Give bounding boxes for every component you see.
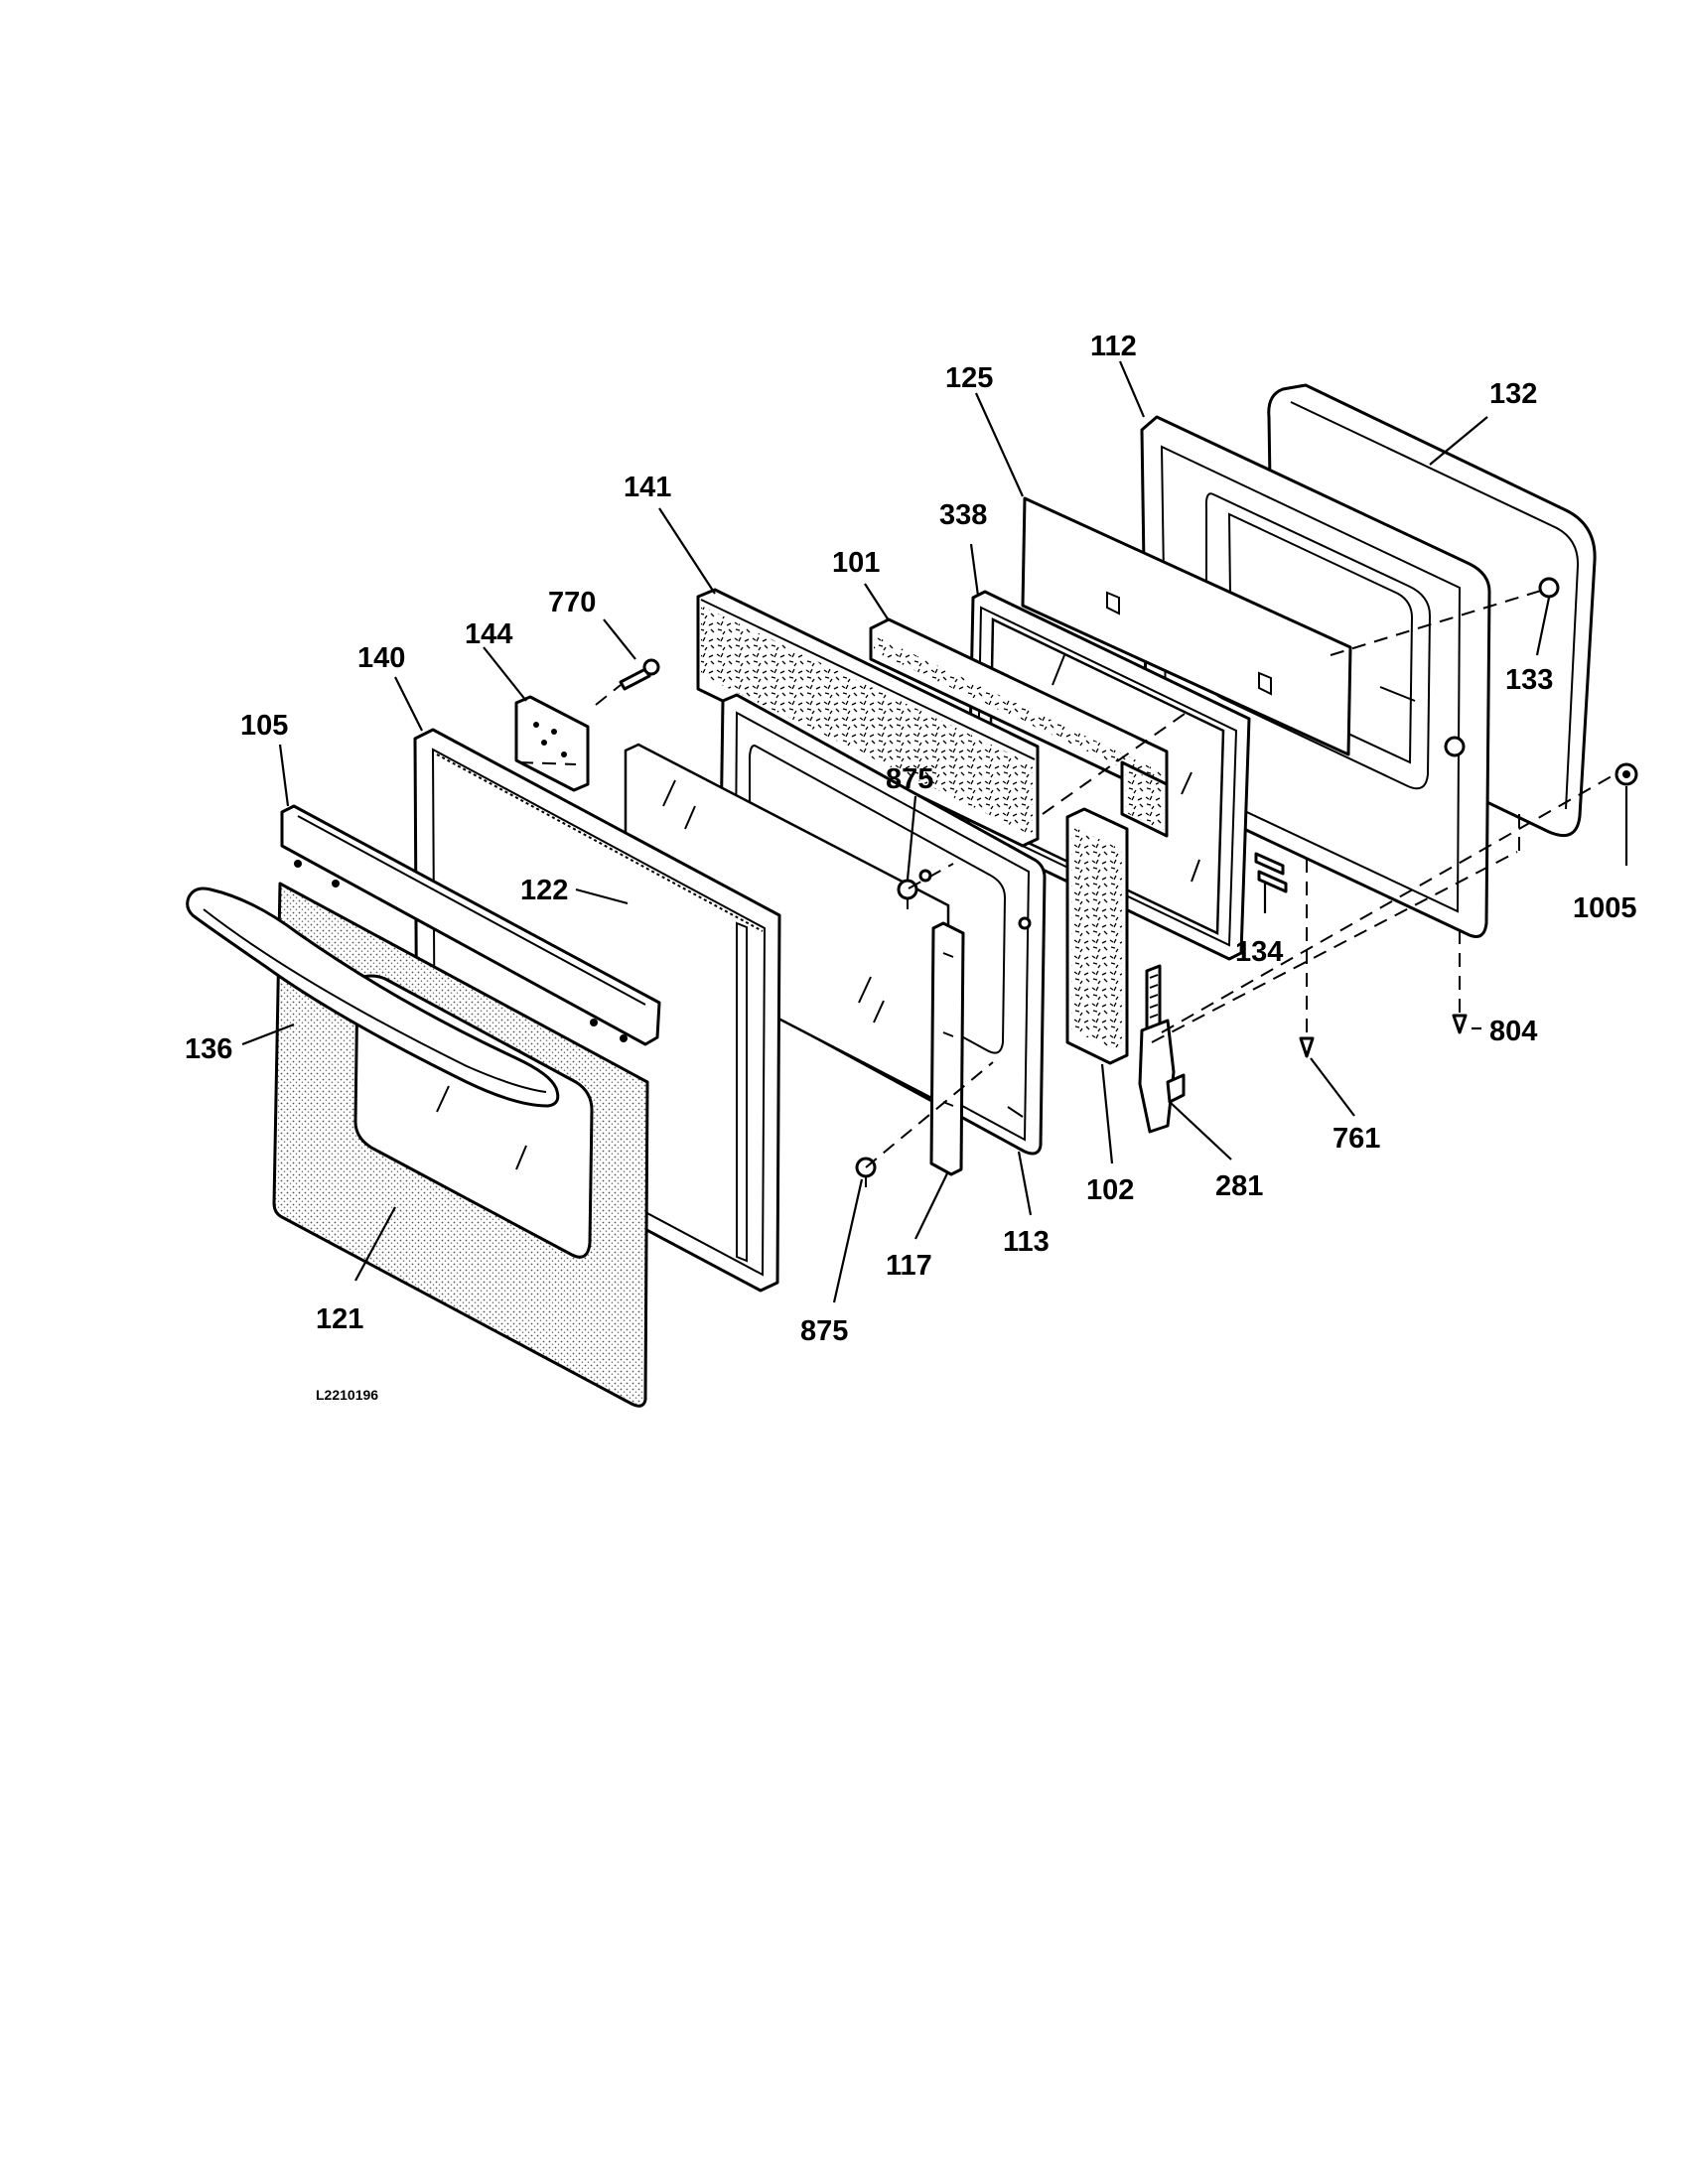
callout-761: 761 [1333,1123,1380,1155]
part-761-screw [1299,1036,1315,1058]
part-102-side-insulation [1065,807,1129,1065]
callout-112: 112 [1090,331,1137,362]
part-804-screw [1452,1014,1468,1034]
assembly-lines [518,589,1619,1168]
callout-122: 122 [520,875,568,906]
callout-117: 117 [886,1250,932,1282]
callout-102: 102 [1086,1174,1134,1206]
callout-121: 121 [316,1303,363,1335]
callout-875-top: 875 [886,763,933,795]
callout-labels: 112 125 132 338 141 101 133 770 144 140 … [185,331,1637,1403]
part-875-screw-top [897,879,918,909]
callout-770: 770 [548,587,596,618]
part-144-bracket [514,695,590,792]
part-101-top-insulation [869,617,1169,838]
callout-101: 101 [832,547,880,579]
callout-281: 281 [1215,1170,1263,1202]
callout-134: 134 [1235,936,1283,968]
callout-338: 338 [939,499,987,531]
callout-132: 132 [1489,378,1537,410]
callout-804: 804 [1489,1016,1537,1047]
callout-leaders [241,360,1628,1303]
callout-141: 141 [624,472,671,503]
part-136-handle [186,887,560,1108]
part-770-screw [619,658,660,691]
part-117-side-trim [929,921,965,1176]
part-133-plug [1538,577,1560,599]
callout-140: 140 [357,642,405,674]
callout-133: 133 [1505,664,1553,696]
callout-136: 136 [185,1033,232,1065]
part-281-hinge [1138,964,1186,1134]
callout-144: 144 [465,618,512,650]
part-134-clip [1254,852,1288,893]
part-105-top-trim [280,804,661,1046]
part-1005-screw [1614,762,1638,786]
callout-113: 113 [1003,1226,1050,1258]
callout-105: 105 [240,710,288,742]
diagram-code: L2210196 [316,1387,378,1403]
callout-125: 125 [945,362,993,394]
callout-875-bottom: 875 [800,1315,848,1347]
callout-1005: 1005 [1573,892,1637,924]
part-125-insulation [1021,496,1352,756]
part-141-insulation-strip [696,588,1040,848]
